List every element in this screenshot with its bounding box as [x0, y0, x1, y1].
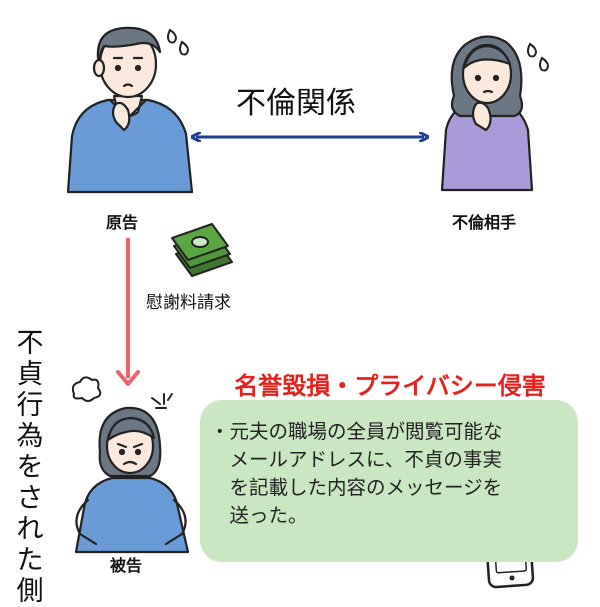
sweat-drops-icon: [527, 42, 550, 72]
plaintiff-label: 原告: [106, 213, 139, 232]
victim-side-label: 不 貞 行 為 を さ れ た 側: [16, 328, 44, 607]
anger-puff-icon: [71, 376, 173, 409]
defendant-woman-icon: [74, 406, 190, 554]
partner-label: 不倫相手: [452, 213, 517, 232]
message-line: ・元夫の職場の全員が閲覧可能な: [210, 420, 503, 443]
message-line: を記載した内容のメッセージを: [210, 476, 503, 499]
claim-arrow: [116, 238, 140, 386]
partner-woman-icon: [440, 35, 534, 192]
message-line: 送った。: [210, 504, 308, 527]
message-line: メールアドレスに、不貞の事実: [210, 448, 502, 471]
infringement-title: 名誉毀損・プライバシー侵害: [234, 372, 546, 400]
infringement-box: [200, 400, 578, 562]
sweat-drops-icon: [167, 28, 190, 56]
relationship-label: 不倫関係: [236, 86, 356, 121]
claim-label: 慰謝料請求: [146, 293, 231, 313]
plaintiff-man-icon: [66, 26, 194, 194]
infringement-message: ・元夫の職場の全員が閲覧可能な メールアドレスに、不貞の事実 を記載した内容のメ…: [210, 418, 570, 530]
defendant-label: 被告: [110, 556, 143, 575]
money-icon: [171, 223, 233, 277]
